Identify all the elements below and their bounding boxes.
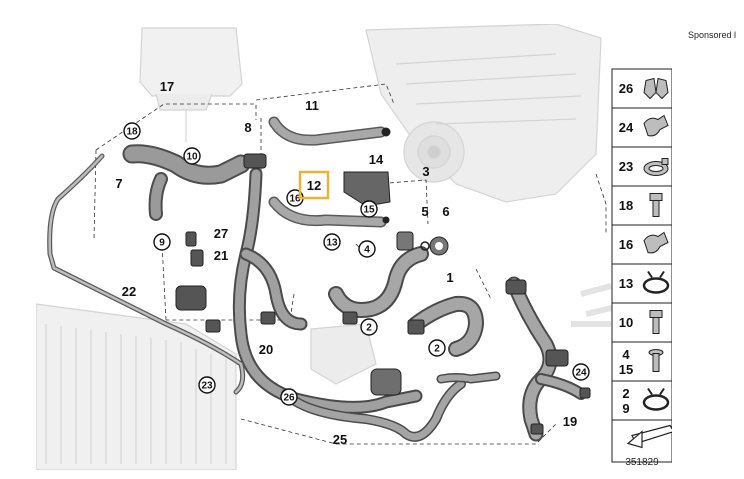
bolt-icon (649, 193, 663, 217)
band-clamp-icon (643, 158, 669, 176)
highlight-callout-12: 12 (298, 170, 330, 200)
hose-clip-icon (643, 114, 669, 137)
legend-label: 26 (619, 81, 633, 96)
callout-circled-26: 26 (280, 388, 298, 406)
callout-label: 9 (159, 238, 165, 249)
callout-label: 4 (364, 245, 370, 256)
arrow-icon (626, 424, 672, 449)
legend-row: 29 (622, 386, 670, 416)
callout-7: 7 (115, 176, 122, 191)
callout-6: 6 (442, 204, 449, 219)
background-parts (36, 24, 617, 470)
legend-label: 15 (619, 362, 633, 377)
double-clip-icon (643, 77, 669, 100)
callout-circled-2: 2 (428, 339, 446, 357)
callout-label: 16 (289, 194, 301, 205)
callout-label: 15 (363, 205, 375, 216)
callout-3: 3 (422, 164, 429, 179)
legend-row: 18 (619, 193, 663, 217)
legend-label: 16 (619, 237, 633, 252)
callout-19: 19 (563, 414, 577, 429)
legend-row: 10 (619, 310, 663, 334)
bolt-icon (649, 310, 663, 334)
diagram-number: 351829 (625, 457, 659, 468)
callout-circled-4: 4 (358, 240, 376, 258)
callout-label: 13 (326, 238, 338, 249)
callout-circled-15: 15 (360, 200, 378, 218)
callout-27: 27 (214, 226, 228, 241)
callout-circled-9: 9 (153, 233, 171, 251)
callout-label: 23 (201, 381, 213, 392)
callout-label: 24 (575, 368, 587, 379)
callout-circled-18: 18 (123, 122, 141, 140)
callout-circled-2: 2 (360, 318, 378, 336)
callout-22: 22 (122, 284, 136, 299)
callout-20: 20 (259, 342, 273, 357)
legend-label: 13 (619, 276, 633, 291)
wire-clamp-icon (642, 270, 670, 294)
callout-circled-13: 13 (323, 233, 341, 251)
callout-circled-24: 24 (572, 363, 590, 381)
legend-row (626, 424, 672, 449)
callout-8: 8 (244, 120, 251, 135)
callout-label: 2 (434, 344, 440, 355)
legend-row: 13 (619, 270, 670, 294)
callout-label: 18 (126, 127, 138, 138)
callout-12: 12 (307, 178, 321, 193)
legend-label: 2 (622, 386, 629, 401)
callout-25: 25 (333, 432, 347, 447)
legend-label: 18 (619, 198, 633, 213)
hose-clip-icon (643, 231, 669, 254)
callout-1: 1 (446, 270, 453, 285)
callout-5: 5 (421, 204, 428, 219)
callout-label: 10 (186, 152, 198, 163)
legend-row: 415 (619, 347, 664, 377)
gasket (420, 236, 449, 256)
callout-circled-10: 10 (183, 147, 201, 165)
fittings (175, 127, 591, 435)
legend-row: 24 (619, 114, 669, 137)
legend-label: 24 (619, 120, 634, 135)
legend-label: 9 (622, 401, 629, 416)
callout-label: 26 (283, 393, 295, 404)
legend-label: 23 (619, 159, 633, 174)
sponsored-label: Sponsored l (688, 30, 737, 40)
legend-label: 10 (619, 315, 633, 330)
legend-row: 23 (619, 158, 669, 176)
callout-label: 2 (366, 323, 372, 334)
hoses (47, 116, 587, 442)
legend-label: 4 (622, 347, 630, 362)
callout-11: 11 (305, 98, 319, 113)
wire-clamp-icon (642, 387, 670, 411)
callout-21: 21 (214, 248, 228, 263)
callout-circled-23: 23 (198, 376, 216, 394)
legend-row: 16 (619, 231, 669, 254)
callout-17: 17 (160, 79, 174, 94)
legend-row: 26 (619, 77, 669, 100)
callout-14: 14 (369, 152, 384, 167)
screw-icon (648, 349, 664, 372)
